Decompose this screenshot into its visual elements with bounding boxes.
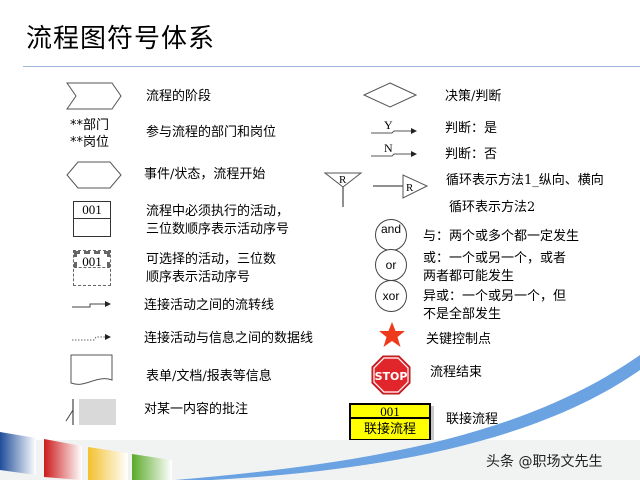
diamond-decision-icon <box>363 82 417 108</box>
loop-triangles-icon: R R <box>323 172 429 207</box>
svg-text:R: R <box>339 174 347 186</box>
label-line: 两者都可能发生 <box>423 269 515 284</box>
annotation-bracket-icon <box>65 399 116 425</box>
hexagon-event-icon <box>66 161 122 189</box>
label-stage: 流程的阶段 <box>146 89 212 104</box>
footer-swoosh <box>0 355 640 480</box>
label-yes: 判断：是 <box>445 121 498 136</box>
label-link-process: 联接流程 <box>446 412 499 427</box>
label-and: 与：两个或多个都一定发生 <box>423 229 580 244</box>
activity-number: 001 <box>74 251 110 269</box>
yes-arrow-icon: Y <box>371 118 417 134</box>
label-line: 顺序表示活动序号 <box>146 270 251 285</box>
and-circle-icon: and <box>375 219 407 251</box>
label-annotation: 对某一内容的批注 <box>144 402 249 417</box>
label-loop-method-2: 循环表示方法2 <box>449 200 536 215</box>
label-department: 参与流程的部门和岗位 <box>146 125 277 140</box>
stop-sign-icon: STOP <box>371 355 411 395</box>
link-process-number: 001 <box>351 405 429 419</box>
xor-circle-icon: xor <box>375 280 407 312</box>
or-circle-icon: or <box>375 249 407 281</box>
link-process-text: 联接流程 <box>363 421 416 436</box>
department-position-symbol: **部门 **岗位 <box>70 117 109 151</box>
solid-activity-box-icon: 001 <box>73 201 111 237</box>
label-flow-line: 连接活动之间的流转线 <box>144 298 275 313</box>
label-data-line: 连接活动与信息之间的数据线 <box>144 331 314 346</box>
label-line: 可选择的活动，三位数 <box>146 252 277 267</box>
label-line: 或：一个或另一个，或者 <box>423 251 567 266</box>
label-key-control: 关键控制点 <box>426 332 492 347</box>
label-optional-activity: 可选择的活动，三位数 顺序表示活动序号 <box>146 251 276 287</box>
label-loop-method-1: 循环表示方法1_纵向、横向 <box>446 173 604 188</box>
svg-text:Y: Y <box>384 118 393 132</box>
label-no: 判断：否 <box>445 147 498 162</box>
label-or: 或：一个或另一个，或者 两者都可能发生 <box>423 250 566 286</box>
label-xor: 异或：一个或另一个，但 不是全部发生 <box>423 288 566 324</box>
svg-text:R: R <box>406 182 414 194</box>
data-line-arrow-icon <box>72 334 111 341</box>
label-line: 三位数顺序表示活动序号 <box>146 222 290 237</box>
red-star-icon <box>379 322 405 347</box>
label-line: 异或：一个或另一个，但 <box>423 289 567 304</box>
dashed-activity-box-icon: 001 <box>73 250 111 286</box>
activity-number: 001 <box>74 202 110 219</box>
label-line: 不是全部发生 <box>423 307 502 322</box>
svg-text:STOP: STOP <box>375 370 408 383</box>
chevron-stage-icon <box>66 82 122 110</box>
label-decision: 决策/判断 <box>445 89 502 104</box>
label-process-end: 流程结束 <box>430 365 483 380</box>
department-text: **部门 <box>70 118 110 133</box>
document-shape-icon <box>70 354 113 385</box>
label-document: 表单/文档/报表等信息 <box>146 369 272 384</box>
title-divider <box>23 66 640 67</box>
svg-text:N: N <box>384 141 393 155</box>
no-arrow-icon: N <box>371 141 417 157</box>
watermark: 头条 @职场文先生 <box>486 454 603 470</box>
page-title: 流程图符号体系 <box>26 24 216 54</box>
label-event: 事件/状态，流程开始 <box>144 167 266 182</box>
position-text: **岗位 <box>70 135 110 150</box>
flow-line-arrow-icon <box>72 301 111 308</box>
label-required-activity: 流程中必须执行的活动， 三位数顺序表示活动序号 <box>146 203 289 239</box>
label-line: 流程中必须执行的活动， <box>146 204 290 219</box>
